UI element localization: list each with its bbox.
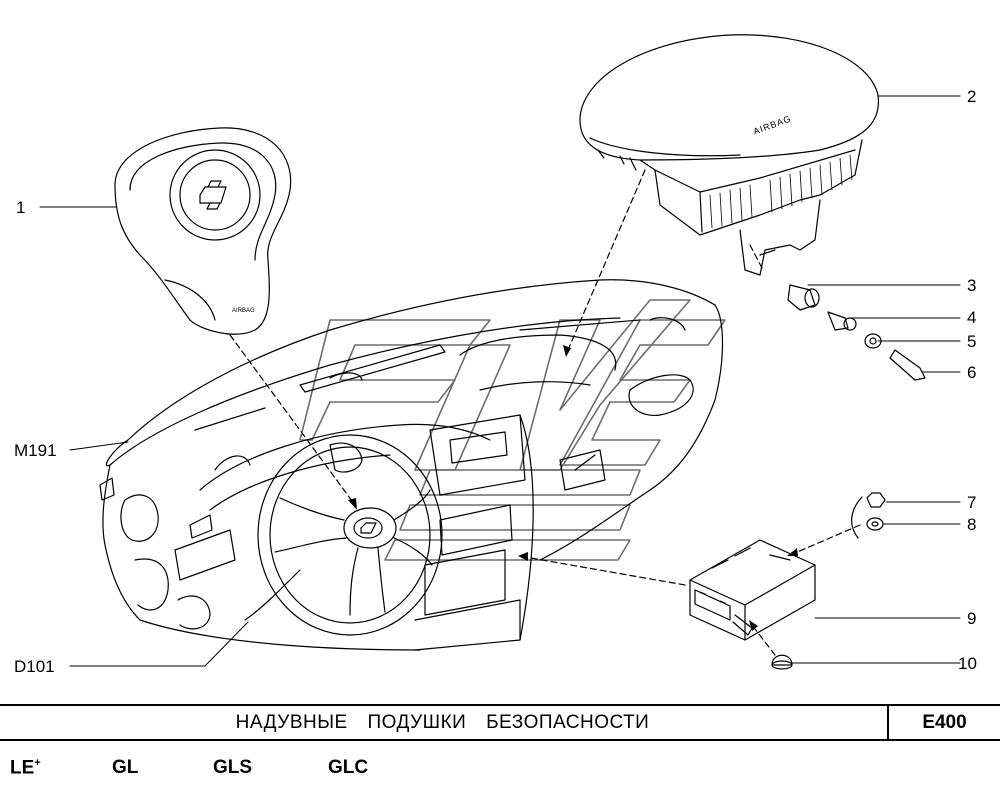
dashboard-m191 <box>99 279 724 651</box>
callout-4: 4 <box>967 308 977 327</box>
steering-wheel-d101 <box>244 434 443 636</box>
callout-3: 3 <box>967 276 977 295</box>
passenger-airbag-label: AIRBAG <box>752 113 793 136</box>
title-bar: НАДУВНЫЕ ПОДУШКИ БЕЗОПАСНОСТИ E400 <box>0 704 1000 741</box>
part-7-nut <box>866 492 886 508</box>
part-4-clip <box>827 311 857 331</box>
section-code: E400 <box>887 706 1000 739</box>
variant-le-mark: + <box>34 757 41 769</box>
callout-5: 5 <box>967 332 977 351</box>
part-6-bolt <box>889 349 926 381</box>
callout-2: 2 <box>967 87 977 106</box>
passenger-airbag <box>579 34 880 276</box>
airbag-control-unit <box>689 539 816 641</box>
watermark-logo <box>299 299 726 561</box>
driver-airbag-label: AIRBAG <box>232 308 255 314</box>
driver-airbag <box>114 127 292 335</box>
callout-7: 7 <box>967 493 977 512</box>
part-10-cap <box>771 654 793 670</box>
callout-m191: M191 <box>14 441 57 460</box>
bracket-7-8 <box>851 496 863 539</box>
callout-8: 8 <box>967 515 977 534</box>
callout-6: 6 <box>967 363 977 382</box>
callout-d101: D101 <box>14 657 55 676</box>
variant-gl: GL <box>112 757 139 778</box>
callout-9: 9 <box>967 609 977 628</box>
assembly-lines <box>229 169 861 656</box>
callout-10: 10 <box>958 654 977 673</box>
variant-glc: GLC <box>328 757 369 778</box>
variant-gls: GLS <box>213 757 253 778</box>
page-title: НАДУВНЫЕ ПОДУШКИ БЕЗОПАСНОСТИ <box>235 712 650 733</box>
parts-diagram: AIRBAG AIRBAG <box>39 34 961 670</box>
arrowheads <box>348 345 798 631</box>
leader-lines <box>39 95 961 667</box>
variant-le: LE+ <box>10 757 41 779</box>
part-3-bushing <box>787 284 820 311</box>
part-8-washer <box>866 517 884 531</box>
variant-le-label: LE <box>10 757 35 779</box>
callout-1: 1 <box>16 198 26 217</box>
